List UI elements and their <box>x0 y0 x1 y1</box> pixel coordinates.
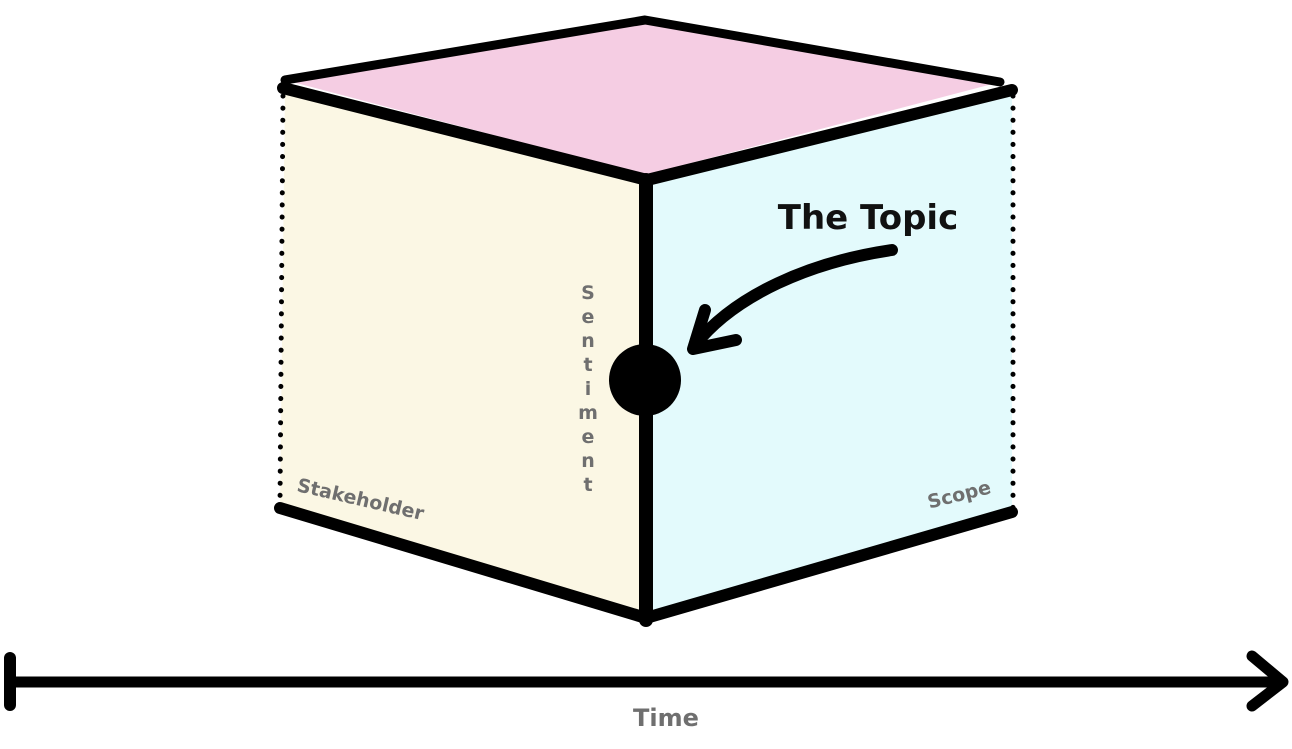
sentiment-label: Sentiment <box>577 282 599 498</box>
time-axis-arrow-head <box>1246 650 1289 712</box>
cube-right-face <box>645 90 1012 618</box>
topic-label: The Topic <box>778 198 958 238</box>
topic-arrow-head <box>687 304 742 355</box>
cube-left-face <box>280 88 645 618</box>
cube-bottom-edge <box>274 502 1018 624</box>
time-label: Time <box>633 704 699 732</box>
cube-top-back-edge <box>280 15 1005 87</box>
cube-left-dotted-edge <box>277 93 286 507</box>
cube-top-face <box>285 20 1000 175</box>
topic-dot <box>609 344 681 416</box>
topic-arrow-shaft <box>689 244 898 351</box>
